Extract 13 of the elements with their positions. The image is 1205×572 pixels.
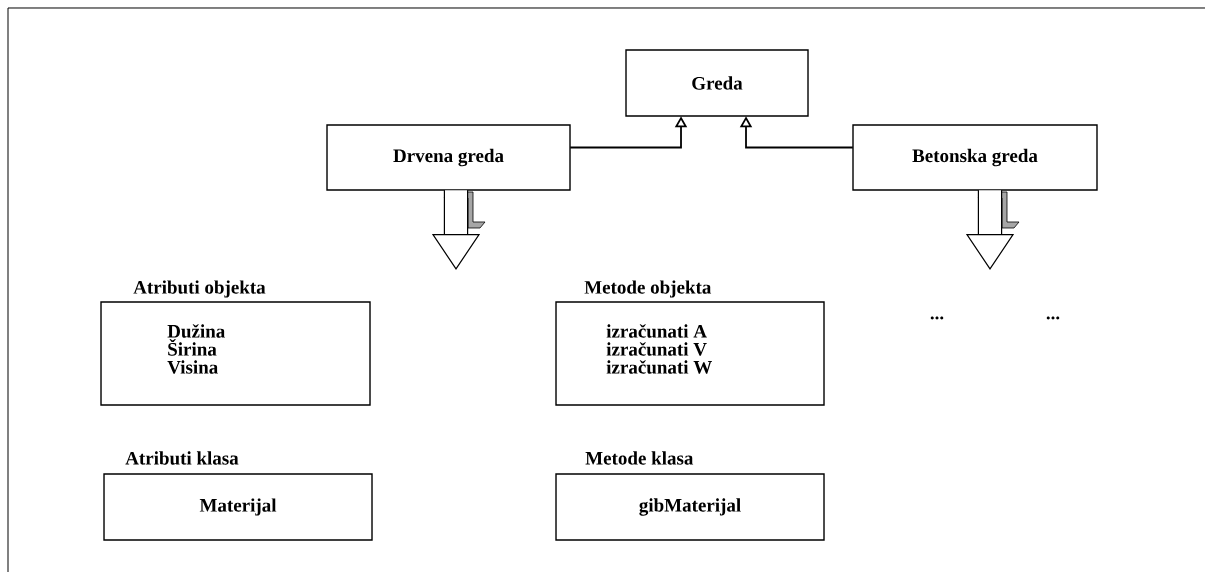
box-heading: Atributi objekta <box>133 280 266 298</box>
ellipsis-label: ... <box>1046 316 1060 320</box>
box-heading: Metode objekta <box>584 280 712 298</box>
class-box: izračunati A izračunati V izračunati W <box>555 301 825 406</box>
class-box: Betonska greda <box>852 124 1098 191</box>
class-box: Drvena greda <box>326 124 571 191</box>
box-heading: Atributi klasa <box>125 451 239 465</box>
box-heading: Metode klasa <box>585 451 694 465</box>
class-box: Greda <box>625 49 809 117</box>
class-box: Materijal <box>103 473 373 541</box>
ellipsis-label: ... <box>930 316 944 320</box>
class-box: gibMaterijal <box>555 473 825 541</box>
class-box: Dužina Širina Visina <box>100 301 371 406</box>
